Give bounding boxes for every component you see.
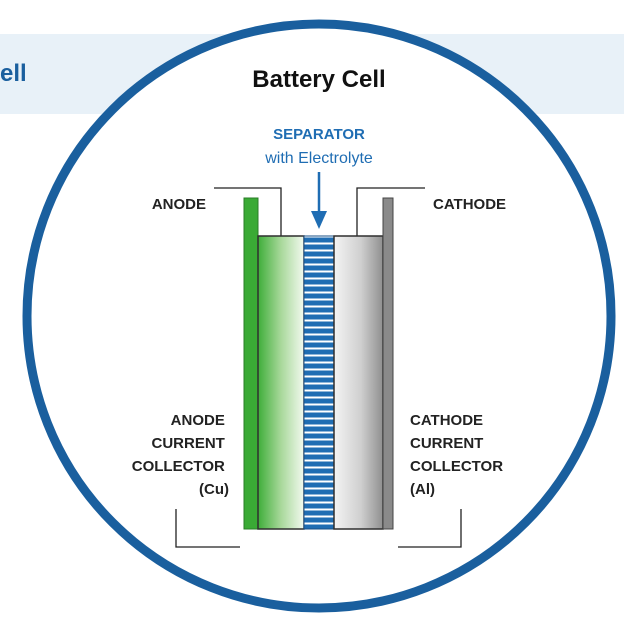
cathode-collector-leader-line bbox=[398, 509, 462, 548]
separator-sublabel: with Electrolyte bbox=[264, 150, 373, 167]
cathode-electrode bbox=[333, 235, 384, 530]
anode-current-collector bbox=[243, 197, 259, 530]
diagram-title: Battery Cell bbox=[252, 66, 385, 93]
anode-electrode bbox=[257, 235, 305, 530]
anode-label: ANODE bbox=[152, 196, 206, 213]
cathode-collector-label: CATHODE CURRENT COLLECTOR (Al) bbox=[410, 412, 507, 498]
anode-leader-line bbox=[214, 187, 282, 236]
cathode-current-collector bbox=[382, 197, 394, 530]
cathode-label: CATHODE bbox=[433, 196, 506, 213]
background-title-fragment: ell bbox=[0, 60, 27, 87]
anode-collector-label: ANODE CURRENT COLLECTOR (Cu) bbox=[132, 412, 229, 498]
cathode-leader-line bbox=[356, 187, 425, 236]
separator bbox=[303, 235, 335, 530]
anode-collector-leader-line bbox=[175, 509, 240, 548]
separator-arrow-icon bbox=[311, 172, 327, 229]
separator-label: SEPARATOR bbox=[273, 126, 365, 143]
